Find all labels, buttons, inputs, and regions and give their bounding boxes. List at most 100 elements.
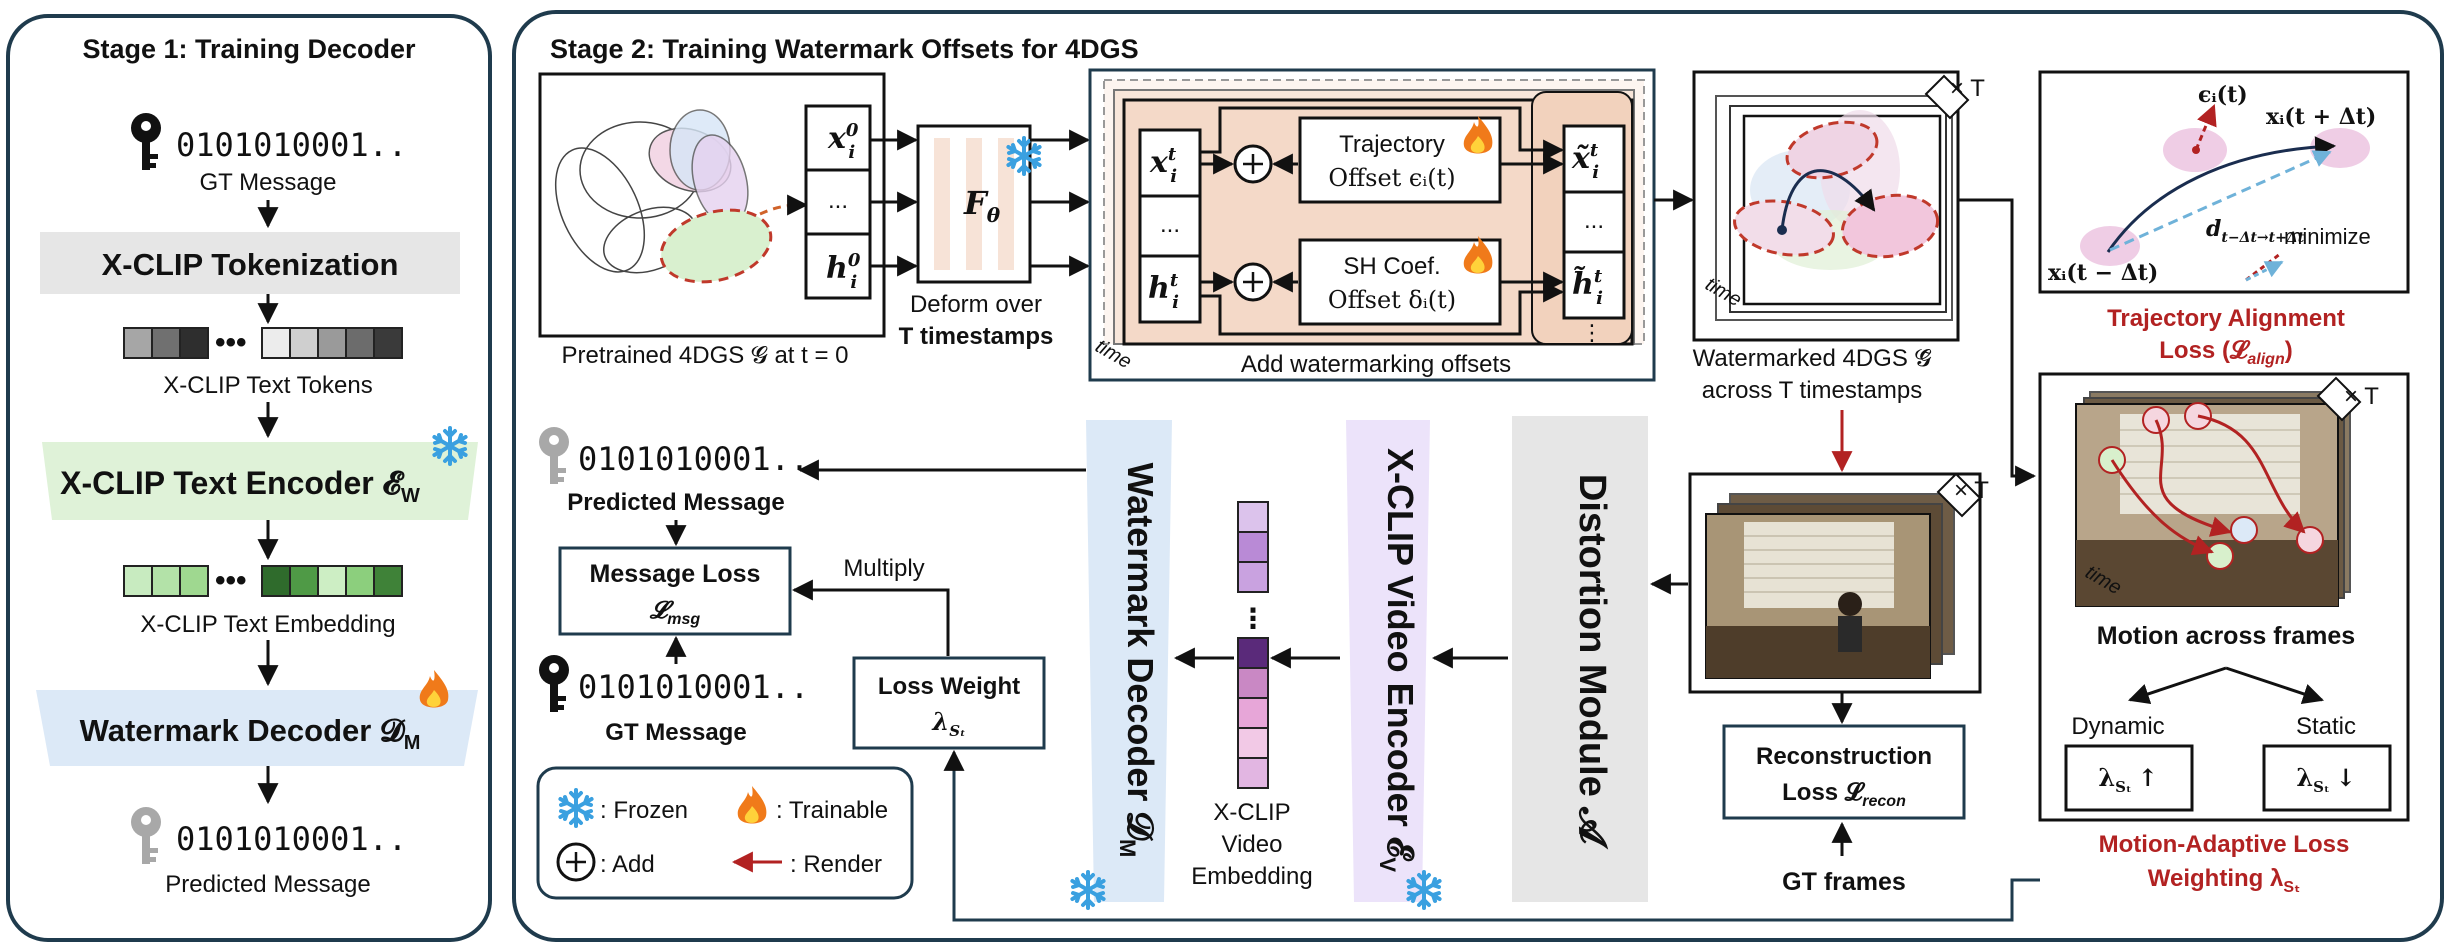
text-embedding-label: X-CLIP Text Embedding bbox=[140, 611, 395, 638]
stage1-gt-label: GT Message bbox=[200, 169, 337, 196]
stage1-pred-label: Predicted Message bbox=[165, 871, 370, 898]
trajectory-line2: Offset ϵᵢ(t) bbox=[1328, 164, 1455, 192]
static-weight: λSₜ↓ bbox=[2296, 763, 2355, 796]
key-icon bbox=[131, 807, 161, 864]
motion-path bbox=[2197, 414, 2306, 534]
time-attribute-stack bbox=[1138, 128, 1202, 324]
loss-weight-label: Loss Weight bbox=[878, 673, 1020, 700]
legend-box bbox=[536, 766, 914, 900]
loss-weight-box bbox=[852, 656, 1046, 750]
stage1-pred-bits: 0101010001.. bbox=[176, 820, 407, 858]
pretrained-caption: Pretrained 4DGS 𝓖 at t = 0 bbox=[562, 342, 849, 369]
watermarked-attribute-stack bbox=[1562, 124, 1626, 320]
xt-ellipsis: ... bbox=[1160, 211, 1180, 238]
msg-loss-label: Message Loss bbox=[590, 560, 761, 588]
wm-decoder-label: Watermark Decoder 𝓓M bbox=[1115, 463, 1161, 858]
text-encoder-box bbox=[42, 442, 478, 520]
dynamic-label: Dynamic bbox=[2071, 713, 2164, 740]
dynamic-weight-box bbox=[2064, 744, 2194, 812]
embedding-ellipsis: ••• bbox=[215, 564, 247, 597]
motion-path bbox=[2110, 459, 2214, 556]
stage1-gt-bits: 0101010001.. bbox=[176, 126, 407, 164]
arrow-icon bbox=[2225, 666, 2324, 704]
traj-minimize: minimize bbox=[2284, 224, 2371, 249]
weight-feedback-arrow bbox=[943, 749, 2040, 922]
fire-icon bbox=[419, 670, 449, 708]
motion-label: Motion across frames bbox=[2097, 622, 2355, 650]
sh-line1: SH Coef. bbox=[1343, 253, 1440, 280]
table-surface bbox=[1706, 626, 1930, 678]
tokenization-box bbox=[40, 232, 460, 294]
deform-line2: T timestamps bbox=[899, 323, 1054, 350]
static-label: Static bbox=[2296, 713, 2356, 740]
message-loss-box bbox=[558, 546, 792, 636]
direct-displacement bbox=[2109, 150, 2332, 252]
stack-dots: ⋮ bbox=[1581, 320, 1603, 345]
times-t-label: × T bbox=[2344, 383, 2379, 410]
arrow-to-motion bbox=[1958, 198, 2037, 487]
frame-stack-corner bbox=[2316, 376, 2362, 422]
times-t-label: × T bbox=[1954, 477, 1989, 504]
loss-weight-symbol: λSₜ bbox=[931, 707, 965, 740]
frame-stack-corner bbox=[1936, 472, 1982, 518]
times-t-label: × T bbox=[1950, 75, 1985, 102]
person-body bbox=[1838, 616, 1862, 652]
xt-tilde-ellipsis: ... bbox=[1584, 207, 1604, 234]
gaussian-prev bbox=[2080, 226, 2140, 266]
video-emb-line3: Embedding bbox=[1191, 863, 1312, 890]
traj-loss-line1: Trajectory Alignment bbox=[2107, 305, 2345, 332]
sh-line2: Offset δᵢ(t) bbox=[1328, 286, 1456, 314]
stage1-title: Stage 1: Training Decoder bbox=[82, 34, 416, 64]
adaptive-line2: Weighting λSₜ bbox=[2148, 865, 2300, 896]
legend-trainable: : Trainable bbox=[776, 797, 888, 824]
stage1-decoder-label: Watermark Decoder 𝓓M bbox=[80, 713, 421, 754]
text-tokens-strip bbox=[123, 327, 403, 359]
epsilon-arrow bbox=[2194, 104, 2217, 151]
watermarked-line1: Watermarked 4DGS 𝓖̃ bbox=[1693, 345, 1932, 372]
person-head bbox=[1838, 592, 1862, 616]
traj-x-plus: xᵢ(t + Δt) bbox=[2266, 104, 2376, 130]
epsilon-dot bbox=[2192, 146, 2200, 154]
dynamic-weight: λSₜ↑ bbox=[2098, 763, 2157, 796]
stage1-decoder-box bbox=[36, 690, 478, 766]
distortion-module-box bbox=[1512, 416, 1648, 902]
watermark-decoder-box bbox=[1086, 420, 1172, 902]
static-weight-box bbox=[2262, 744, 2392, 812]
adaptive-line1: Motion-Adaptive Loss bbox=[2099, 831, 2350, 858]
video-encoder-box bbox=[1346, 420, 1430, 902]
motion-arrow bbox=[1780, 169, 1876, 231]
stage2-gt-label: GT Message bbox=[605, 719, 746, 746]
multiply-arrow bbox=[791, 579, 950, 656]
frame-layer bbox=[1715, 95, 1953, 321]
gt-frames-label: GT frames bbox=[1782, 868, 1906, 896]
arrow-icon bbox=[2128, 666, 2227, 704]
motion-start-dot bbox=[1777, 225, 1787, 235]
deform-line1: Deform over bbox=[910, 291, 1042, 318]
traj-eps: ϵᵢ(t) bbox=[2198, 82, 2248, 108]
token-ellipsis: ••• bbox=[215, 326, 247, 359]
frame-layer bbox=[1729, 105, 1947, 313]
recon-line1: Reconstruction bbox=[1756, 743, 1932, 770]
minimize-arrow-blue bbox=[2245, 260, 2284, 282]
canonical-attribute-stack bbox=[804, 104, 872, 300]
gaussian-ellipses bbox=[554, 109, 773, 284]
text-encoder-label: X-CLIP Text Encoder 𝓔W bbox=[60, 465, 420, 507]
stage2-title: Stage 2: Training Watermark Offsets for … bbox=[550, 34, 1139, 64]
video-emb-line1: X-CLIP bbox=[1213, 799, 1290, 826]
trajectory-offset-box bbox=[1298, 116, 1502, 204]
stage2-pred-bits: 0101010001.. bbox=[578, 440, 809, 478]
text-tokens-label: X-CLIP Text Tokens bbox=[163, 372, 372, 399]
connector-x bbox=[1200, 106, 1565, 161]
stage1-panel bbox=[6, 14, 492, 942]
trajectory-line1: Trajectory bbox=[1339, 131, 1445, 158]
trajectory-curve bbox=[2106, 136, 2337, 253]
stage2-pred-label: Predicted Message bbox=[567, 489, 784, 516]
video-emb-line2: Video bbox=[1222, 831, 1283, 858]
stage2-gt-bits: 0101010001.. bbox=[578, 668, 809, 706]
recon-line2: Loss 𝓛recon bbox=[1782, 779, 1906, 810]
